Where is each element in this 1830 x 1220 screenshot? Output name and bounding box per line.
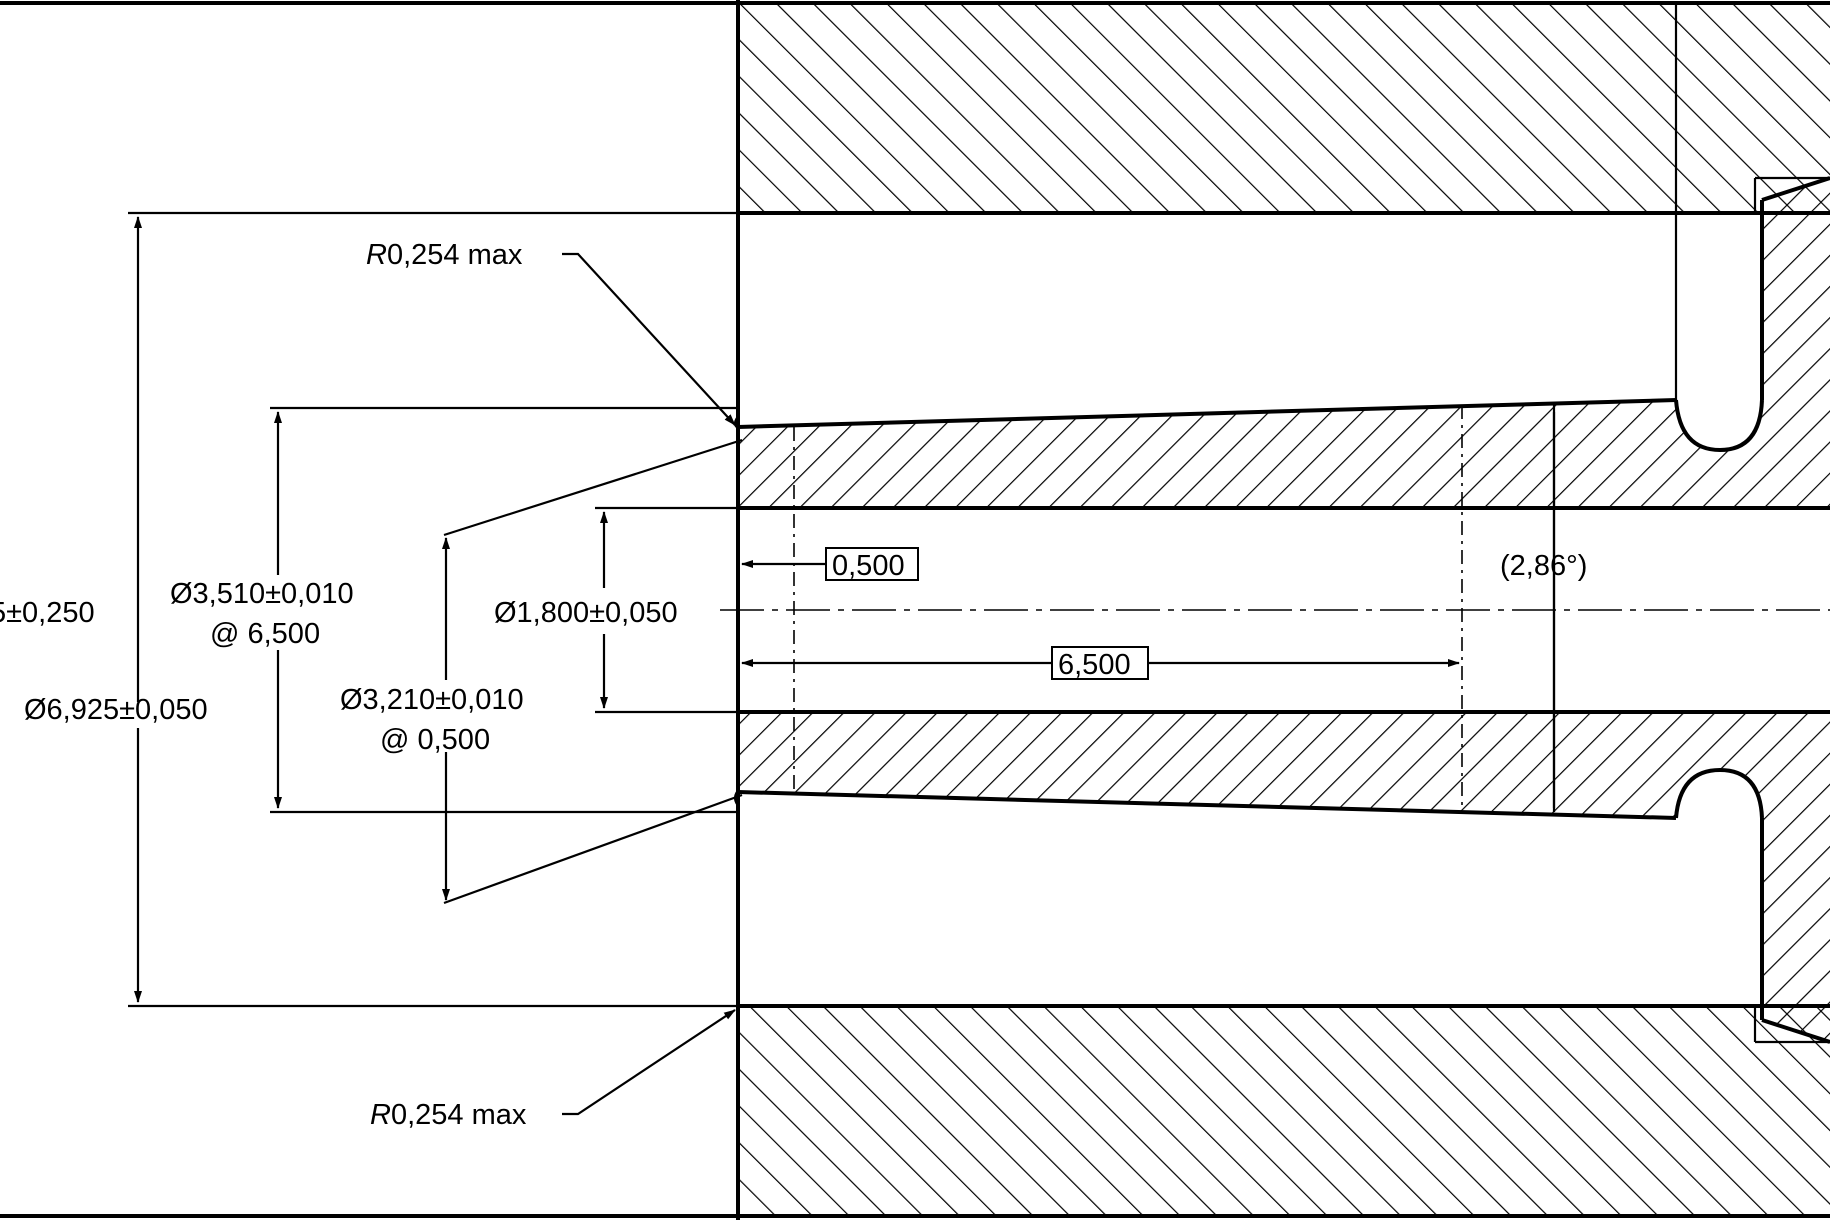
bottom-taper-wall-hatch (738, 712, 1830, 1042)
left-clipped-dim-label: 5±0,250 (0, 597, 95, 629)
section-hatching (738, 2, 1830, 1218)
basic-short-label: 0,500 (832, 550, 905, 582)
radius-note-top: R0,254 max (366, 239, 523, 271)
bore-small-value-label: Ø3,210±0,010 (340, 684, 524, 716)
radius-prefix-bottom: R (370, 1099, 391, 1131)
bore-large-at-label: @ 6,500 (210, 618, 320, 650)
extension-lines (128, 211, 743, 1008)
top-outer-block-hatch (738, 2, 1830, 212)
radius-prefix-top: R (366, 239, 387, 271)
bore-small-at-label: @ 0,500 (380, 724, 490, 756)
taper-angle-label: (2,86°) (1500, 550, 1587, 582)
basic-box-long (1051, 646, 1149, 680)
inner-bore-label: Ø1,800±0,050 (494, 597, 678, 629)
basic-long-label: 6,500 (1058, 649, 1131, 681)
top-taper-wall-hatch (738, 178, 1830, 508)
bore-large-value-label: Ø3,510±0,010 (170, 578, 354, 610)
radius-text-top: 0,254 max (387, 239, 523, 271)
outer-diameter-label: Ø6,925±0,050 (24, 694, 208, 726)
radius-note-bottom: R0,254 max (370, 1099, 527, 1131)
dimension-lines (134, 216, 1556, 1116)
radius-text-bottom: 0,254 max (391, 1099, 527, 1131)
bottom-outer-block-hatch (738, 1006, 1830, 1218)
basic-box-short (825, 547, 919, 581)
